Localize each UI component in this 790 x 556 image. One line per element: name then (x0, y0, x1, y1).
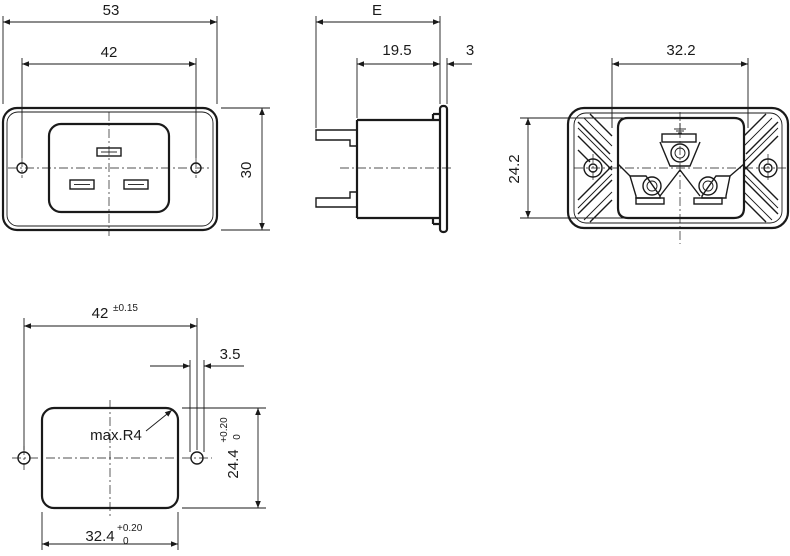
dim-front-inner-width: 42 (101, 44, 118, 61)
back-ribs-left (577, 113, 613, 223)
dim-cutout-height-tol-upper: +0.20 (219, 417, 230, 443)
side-terminal-bottom (315, 191, 357, 208)
dim-cutout-hole: 3.5 (220, 346, 241, 363)
back-housing (616, 116, 746, 220)
dim-front-width: 53 (103, 2, 120, 19)
front-flange (1, 106, 219, 232)
dim-back-width: 32.2 (666, 42, 695, 59)
dim-cutout-width-tol-lower: 0 (123, 536, 129, 547)
dim-back-height: 24.2 (506, 154, 523, 183)
line-contact-slot (69, 179, 95, 190)
dim-front-height: 30 (238, 162, 255, 179)
side-body (355, 112, 440, 226)
back-view: 32.2 24.2 (506, 42, 790, 244)
back-flange (566, 106, 790, 230)
dim-cutout-pitch-tol: ±0.15 (113, 303, 138, 314)
dim-side-length: E (372, 2, 382, 19)
dim-corner-radius: max.R4 (90, 427, 142, 444)
side-view: E 19.5 3 (315, 2, 474, 234)
front-view: 53 42 30 (1, 2, 270, 236)
dim-cutout-height-tol-lower: 0 (232, 434, 243, 440)
panel-cutout-view: 42 ±0.15 3.5 max.R4 24.4 +0.20 0 32.4 +0… (12, 303, 266, 550)
side-flange (438, 104, 449, 234)
side-terminal-top (315, 129, 357, 147)
back-terminal-right (693, 175, 731, 205)
dim-cutout-pitch: 42 (92, 305, 109, 322)
dim-cutout-width: 32.4 (85, 528, 114, 545)
dim-cutout-width-tol-upper: +0.20 (117, 523, 143, 534)
neutral-contact-slot (123, 179, 149, 190)
dim-side-body: 19.5 (382, 42, 411, 59)
back-ribs-right (743, 113, 779, 223)
back-terminal-left (629, 175, 665, 205)
dim-side-flange: 3 (466, 42, 474, 59)
dim-cutout-height: 24.4 (225, 449, 242, 478)
earth-terminal (659, 133, 701, 167)
